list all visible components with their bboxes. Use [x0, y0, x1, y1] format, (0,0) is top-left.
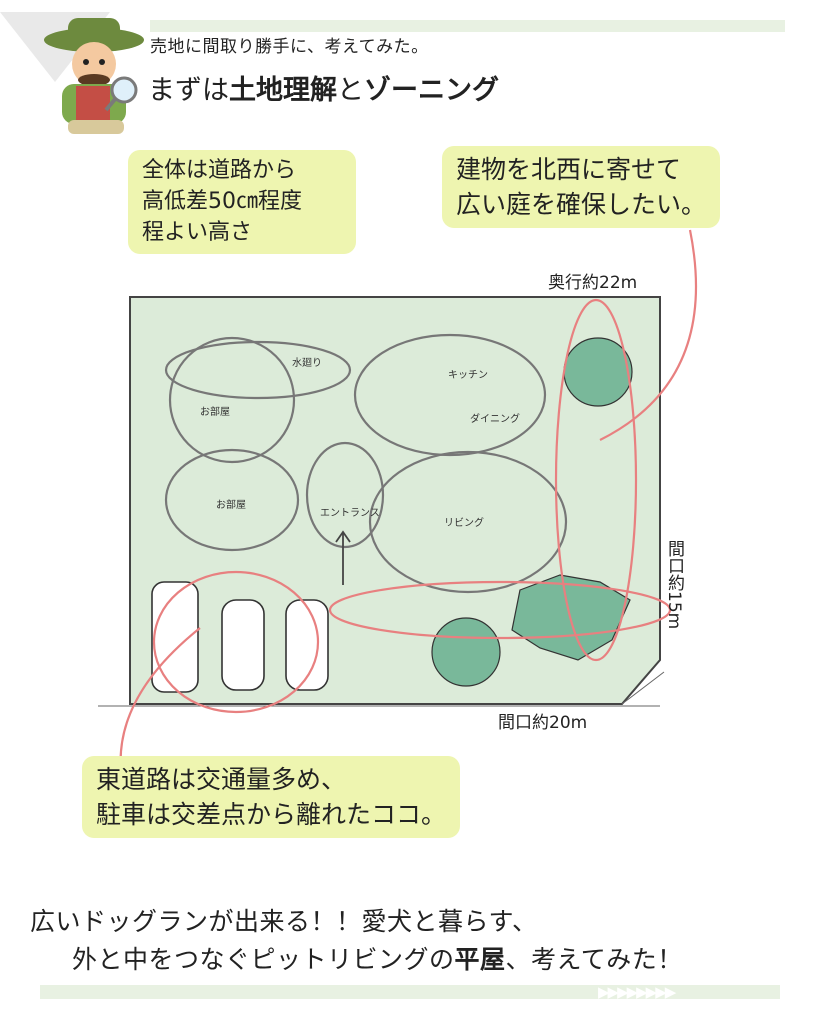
dimension-frontage-right: 間口約15m	[664, 540, 684, 630]
page-title: まずは土地理解とゾーニング	[148, 68, 499, 107]
header-bar	[150, 20, 785, 32]
note-parking-line1: 東道路は交通量多め、	[96, 765, 347, 794]
title-part2: と	[337, 75, 364, 106]
note-parking: 東道路は交通量多め、 駐車は交差点から離れたココ。	[82, 756, 461, 838]
tree-south	[431, 617, 501, 687]
tree-north	[563, 337, 633, 407]
footer-line2-part1: 外と中をつなぐピットリビングの	[72, 945, 455, 974]
red-garden-loop	[328, 580, 672, 640]
zone-label-room1: お部屋	[200, 405, 230, 418]
corner-cut-line	[621, 671, 665, 705]
note-elevation-line1: 全体は道路から	[142, 158, 297, 183]
note-elevation: 全体は道路から 高低差50㎝程度 程よい高さ	[128, 150, 356, 255]
note-building-line2: 広い庭を確保したい。	[456, 190, 707, 219]
red-north-west-loop	[554, 298, 638, 662]
zone-label-entrance: エントランス	[320, 507, 380, 519]
red-arrow-north	[599, 229, 698, 441]
title-bold1: 土地理解	[229, 75, 337, 106]
zone-label-room2: お部屋	[216, 498, 246, 511]
car-2	[221, 599, 265, 691]
red-parking-loop	[152, 570, 320, 714]
note-elevation-line2: 高低差50㎝程度	[142, 188, 302, 214]
car-3	[285, 599, 329, 691]
dimension-frontage-bottom: 間口約20m	[498, 713, 588, 733]
note-building-line1: 建物を北西に寄せて	[456, 155, 682, 184]
dimension-depth: 奥行約22m	[548, 273, 638, 293]
note-building-position: 建物を北西に寄せて 広い庭を確保したい。	[442, 146, 721, 228]
zone-living-ellipse	[368, 450, 568, 594]
footer-line2-bold: 平屋	[454, 945, 506, 974]
zone-kitchen-dining-ellipse	[353, 333, 547, 457]
footer-line1: 広いドッグランが出来る！！愛犬と暮らす、	[30, 907, 538, 936]
note-parking-line2: 駐車は交差点から離れたココ。	[96, 800, 447, 829]
zone-entrance-ellipse	[305, 441, 385, 549]
cars	[151, 581, 329, 693]
zone-room1-ellipse	[168, 336, 296, 464]
title-bold2: ゾーニング	[364, 75, 499, 106]
footer-chevrons: ▶▶▶▶▶▶▶▶	[598, 983, 676, 1001]
page-subtitle: 売地に間取り勝手に、考えてみた。	[150, 37, 429, 57]
footer-bar	[40, 985, 780, 999]
zone-label-living: リビング	[444, 516, 484, 529]
inspector-character-illustration	[44, 18, 144, 134]
red-annotations	[119, 229, 698, 781]
zoning-sketch	[164, 333, 568, 594]
zone-label-kitchen: キッチン	[448, 369, 488, 381]
zone-label-dining: ダイニング	[470, 412, 520, 425]
zone-label-water: 水廻り	[292, 357, 322, 369]
footer-line2-part2: 、考えてみた！	[505, 945, 683, 974]
footer-line2: 外と中をつなぐピットリビングの平屋、考えてみた！	[72, 940, 683, 976]
zone-water-ellipse	[164, 340, 352, 400]
note-elevation-line3: 程よい高さ	[142, 219, 253, 245]
title-part1: まずは	[148, 75, 229, 106]
car-1	[151, 581, 199, 693]
zone-room2-ellipse	[164, 448, 300, 552]
